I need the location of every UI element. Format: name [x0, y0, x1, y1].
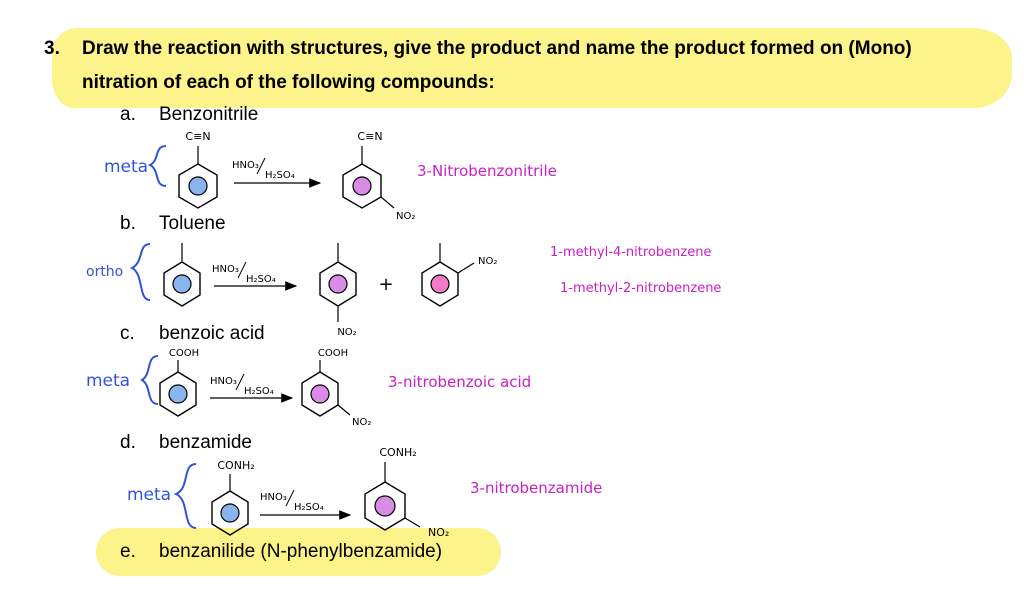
item-e-letter: e.	[120, 541, 136, 562]
nitro-group-b-para: NO₂	[337, 327, 356, 338]
substituent-a: C≡N	[185, 130, 210, 143]
nitro-bond-a	[380, 196, 395, 209]
aromatic-circle-a-product	[352, 176, 372, 196]
brace-d	[173, 463, 197, 529]
product-substituent-c: COOH	[318, 348, 348, 359]
benzene-ring-c-product	[301, 371, 339, 417]
directing-label-a: meta	[104, 157, 148, 177]
reagent-slash-a	[256, 157, 266, 175]
product-name-a: 3-Nitrobenzonitrile	[417, 162, 557, 180]
reagent-a-top: HNO₃	[232, 160, 259, 171]
product-substituent-a: C≡N	[357, 130, 382, 143]
reagent-d-top: HNO₃	[260, 492, 287, 503]
nitro-bond-b-ortho	[457, 262, 475, 274]
benzene-ring-a-product	[342, 163, 382, 209]
brace-c	[140, 355, 159, 405]
nitro-bond-d	[404, 517, 421, 528]
brace-a	[147, 145, 167, 187]
item-c-letter: c.	[120, 323, 135, 344]
nitro-group-c: NO₂	[352, 417, 371, 428]
benzene-ring-d-product	[364, 481, 406, 531]
item-b-letter: b.	[120, 213, 136, 234]
directing-label-c: meta	[86, 371, 130, 391]
reagent-slash-c	[235, 373, 245, 391]
plus-sign-b: +	[378, 274, 393, 295]
benzene-ring-d-reactant	[211, 490, 249, 536]
reaction-a: meta C≡N HNO₃ H₂SO₄ C≡N NO₂ 3-Nitrobenzo…	[104, 130, 557, 222]
aromatic-circle-c-product	[310, 384, 330, 404]
brace-b	[129, 243, 151, 301]
question-number: 3.	[44, 38, 60, 59]
product-name-b-1: 1-methyl-4-nitrobenzene	[550, 245, 711, 260]
item-d-compound: benzamide	[159, 432, 252, 453]
substituent-c: COOH	[169, 348, 199, 359]
nitro-group-a: NO₂	[396, 211, 415, 222]
reaction-b: ortho HNO₃ H₂SO₄ NO₂ + NO₂ 1-methyl-4-ni…	[86, 243, 721, 338]
aromatic-circle-c-reactant	[168, 384, 188, 404]
aromatic-circle-a-reactant	[188, 176, 208, 196]
item-a-letter: a.	[120, 104, 136, 125]
question-line-1: Draw the reaction with structures, give …	[82, 38, 912, 59]
item-e-compound: benzanilide (N-phenylbenzamide)	[159, 541, 443, 562]
aromatic-circle-b-para	[328, 274, 348, 294]
item-d-letter: d.	[120, 432, 136, 453]
aromatic-circle-d-reactant	[220, 503, 240, 523]
reagent-c-top: HNO₃	[210, 376, 237, 387]
nitro-group-d: NO₂	[428, 526, 449, 539]
benzene-ring-b-reactant	[163, 261, 201, 307]
nitro-bond-c	[337, 404, 351, 416]
reagent-slash-d	[285, 489, 295, 507]
highlight-item-e	[96, 528, 501, 576]
aromatic-circle-d-product	[374, 495, 396, 517]
benzene-ring-a-reactant	[178, 163, 218, 209]
item-a-compound: Benzonitrile	[159, 104, 259, 125]
directing-label-b: ortho	[86, 264, 123, 280]
reagent-c-bottom: H₂SO₄	[244, 386, 274, 397]
directing-label-d: meta	[127, 485, 171, 505]
product-name-b-2: 1-methyl-2-nitrobenzene	[560, 281, 721, 296]
reaction-d: meta CONH₂ HNO₃ H₂SO₄ CONH₂ NO₂ 3-nitrob…	[127, 446, 602, 539]
item-b-compound: Toluene	[159, 213, 226, 234]
nitro-group-b-ortho: NO₂	[478, 256, 497, 267]
reaction-c: meta COOH HNO₃ H₂SO₄ COOH NO₂ 3-nitroben…	[86, 348, 531, 428]
product-substituent-d: CONH₂	[379, 446, 416, 459]
question-line-2: nitration of each of the following compo…	[82, 72, 495, 93]
reagent-d-bottom: H₂SO₄	[294, 502, 324, 513]
substituent-d: CONH₂	[217, 459, 254, 472]
item-c-compound: benzoic acid	[159, 323, 265, 344]
aromatic-circle-b-reactant	[172, 274, 192, 294]
aromatic-circle-b-ortho	[430, 274, 450, 294]
product-name-c: 3-nitrobenzoic acid	[388, 373, 531, 391]
product-name-d: 3-nitrobenzamide	[470, 479, 602, 497]
reagent-a-bottom: H₂SO₄	[265, 170, 295, 181]
reagent-slash-b	[237, 261, 247, 279]
highlight-question	[52, 28, 1012, 108]
reagent-b-bottom: H₂SO₄	[246, 274, 276, 285]
reagent-b-top: HNO₃	[212, 264, 239, 275]
benzene-ring-c-reactant	[159, 371, 197, 417]
